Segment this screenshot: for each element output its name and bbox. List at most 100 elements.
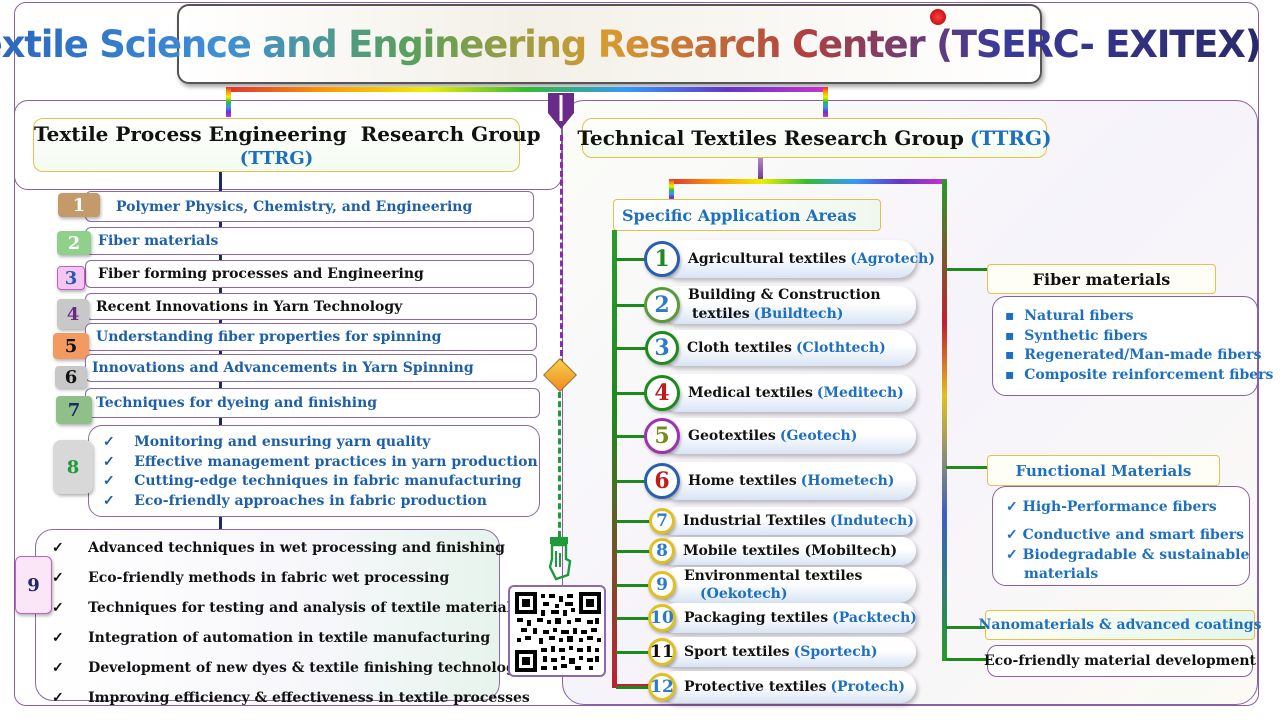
area-number-badge: 3 xyxy=(645,331,679,365)
check-item: ✓ Monitoring and ensuring yarn quality xyxy=(103,434,431,450)
area-label: Cloth textiles(Clothtech) xyxy=(687,340,886,356)
area-number-badge: 7 xyxy=(649,508,675,534)
left-group-title: Textile Process Engineering Research Gro… xyxy=(34,122,541,146)
functional-connector xyxy=(946,466,988,469)
check-item: ✓ Advanced techniques in wet processing … xyxy=(52,540,505,556)
area-number-badge: 8 xyxy=(649,538,675,564)
area-label: Sport textiles(Sportech) xyxy=(684,644,878,660)
check-item: ✓ Techniques for testing and analysis of… xyxy=(52,600,520,616)
logo-dot-icon xyxy=(930,9,946,25)
area-label: Environmental textiles(Oekotech) xyxy=(684,568,863,602)
left-group-acronym: (TTRG) xyxy=(239,148,314,169)
left-drop-line xyxy=(226,87,231,117)
eco-development-box: Eco-friendly material development xyxy=(984,645,1256,677)
area-label: Agricultural textiles(Agrotech) xyxy=(688,251,935,267)
fiber-connector xyxy=(946,268,988,271)
fiber-item: ▪ Synthetic fibers xyxy=(1005,327,1148,344)
area-connector xyxy=(616,617,650,620)
dashed-purple-line xyxy=(560,135,563,365)
left-badge-6: 6 xyxy=(55,366,87,388)
left-item-6: Innovations and Advancements in Yarn Spi… xyxy=(85,354,537,382)
area-number-badge: 12 xyxy=(648,673,676,701)
fiber-materials-header: Fiber materials xyxy=(987,264,1216,294)
area-connector xyxy=(616,651,650,654)
area-number-badge: 1 xyxy=(644,241,680,277)
functional-item: materials xyxy=(1024,566,1099,582)
left-badge-7: 7 xyxy=(56,396,92,424)
area-item-8: Mobile textiles (Mobiltech) xyxy=(660,537,916,565)
down-arrow-icon xyxy=(548,93,574,129)
areas-header: Specific Application Areas xyxy=(613,199,881,231)
area-number-badge: 6 xyxy=(644,463,680,499)
center-title: Textile Science and Engineering Research… xyxy=(0,23,1262,66)
check-item: ✓ Cutting-edge techniques in fabric manu… xyxy=(103,473,522,489)
area-item-9: Environmental textiles(Oekotech) xyxy=(660,567,916,603)
eco-connector xyxy=(946,658,988,661)
outer-frame xyxy=(14,2,1259,706)
area-label: Mobile textiles (Mobiltech) xyxy=(683,543,898,559)
left-badge-5: 5 xyxy=(53,333,89,359)
area-item-6: Home textiles(Hometech) xyxy=(660,462,916,500)
left-item-9: ✓ Advanced techniques in wet processing … xyxy=(35,529,538,706)
area-number-badge: 4 xyxy=(644,375,680,411)
area-item-7: Industrial Textiles(Indutech) xyxy=(660,507,916,535)
area-item-5: Geotextiles(Geotech) xyxy=(660,418,916,454)
area-number-badge: 5 xyxy=(644,418,680,454)
area-label: Medical textiles(Meditech) xyxy=(688,385,904,401)
hand-pointer-icon xyxy=(548,537,572,581)
right-spine-outer xyxy=(942,179,947,661)
area-connector xyxy=(616,480,650,483)
check-item: ✓ Improving efficiency & effectiveness i… xyxy=(52,690,530,706)
area-number-badge: 10 xyxy=(648,604,676,632)
area-number-badge: 11 xyxy=(648,638,676,666)
fiber-item: ▪ Natural fibers xyxy=(1005,308,1134,324)
right-group-header: Technical Textiles Research Group (TTRG) xyxy=(577,118,1052,158)
left-group-header: Textile Process Engineering Research Gro… xyxy=(33,118,541,172)
right-branch-left xyxy=(669,179,674,201)
left-item-4: Recent Innovations in Yarn Technology xyxy=(85,293,537,320)
left-item-2: Fiber materials xyxy=(85,227,534,255)
area-connector xyxy=(616,584,650,587)
nano-connector xyxy=(946,626,988,629)
area-connector xyxy=(616,347,650,350)
area-label: Protective textiles(Protech) xyxy=(684,679,906,695)
fiber-item: ▪ Composite reinforcement fibers xyxy=(1005,366,1274,383)
area-connector xyxy=(616,686,650,689)
left-item-3: Fiber forming processes and Engineering xyxy=(85,260,534,288)
area-item-1: Agricultural textiles(Agrotech) xyxy=(660,240,935,278)
area-item-10: Packaging textiles(Packtech) xyxy=(660,603,917,633)
area-label: Home textiles(Hometech) xyxy=(688,473,895,489)
check-item: ✓ Eco-friendly methods in fabric wet pro… xyxy=(52,570,450,586)
left-item-8: ✓ Monitoring and ensuring yarn quality ✓… xyxy=(88,425,540,517)
left-badge-2: 2 xyxy=(57,231,91,255)
area-label: Industrial Textiles(Indutech) xyxy=(683,513,914,529)
check-item: ✓ Development of new dyes & textile fini… xyxy=(52,660,538,676)
functional-item: ✓ High-Performance fibers xyxy=(1006,499,1217,515)
left-item-5: Understanding fiber properties for spinn… xyxy=(85,323,537,351)
area-connector xyxy=(616,392,650,395)
center-title-box: Textile Science and Engineering Research… xyxy=(0,4,1262,84)
area-number-badge: 2 xyxy=(644,287,680,323)
area-label: Geotextiles(Geotech) xyxy=(688,428,858,444)
area-label: Packaging textiles(Packtech) xyxy=(684,610,917,626)
nanomaterials-box: Nanomaterials & advanced coatings xyxy=(979,610,1261,640)
left-item-1: Polymer Physics, Chemistry, and Engineer… xyxy=(85,191,534,222)
left-item-7: Techniques for dyeing and finishing xyxy=(85,388,540,418)
left-badge-9: 9 xyxy=(15,556,52,614)
left-badge-8: 8 xyxy=(53,440,93,494)
functional-item: ✓ Biodegradable & sustainable xyxy=(1006,547,1250,563)
functional-item: ✓ Conductive and smart fibers xyxy=(1006,527,1244,543)
qr-code-image xyxy=(508,585,606,677)
right-drop-line xyxy=(823,87,828,117)
functional-materials-header: Functional Materials xyxy=(987,455,1220,486)
area-number-badge: 9 xyxy=(648,571,676,599)
area-item-11: Sport textiles(Sportech) xyxy=(660,637,916,667)
right-branch-top xyxy=(669,179,947,184)
left-badge-4: 4 xyxy=(57,299,89,329)
area-connector xyxy=(616,258,650,261)
fiber-materials-box: ▪ Natural fibers ▪ Synthetic fibers ▪ Re… xyxy=(992,296,1274,396)
fiber-item: ▪ Regenerated/Man-made fibers xyxy=(1005,347,1262,363)
check-item: ✓ Effective management practices in yarn… xyxy=(103,453,538,470)
